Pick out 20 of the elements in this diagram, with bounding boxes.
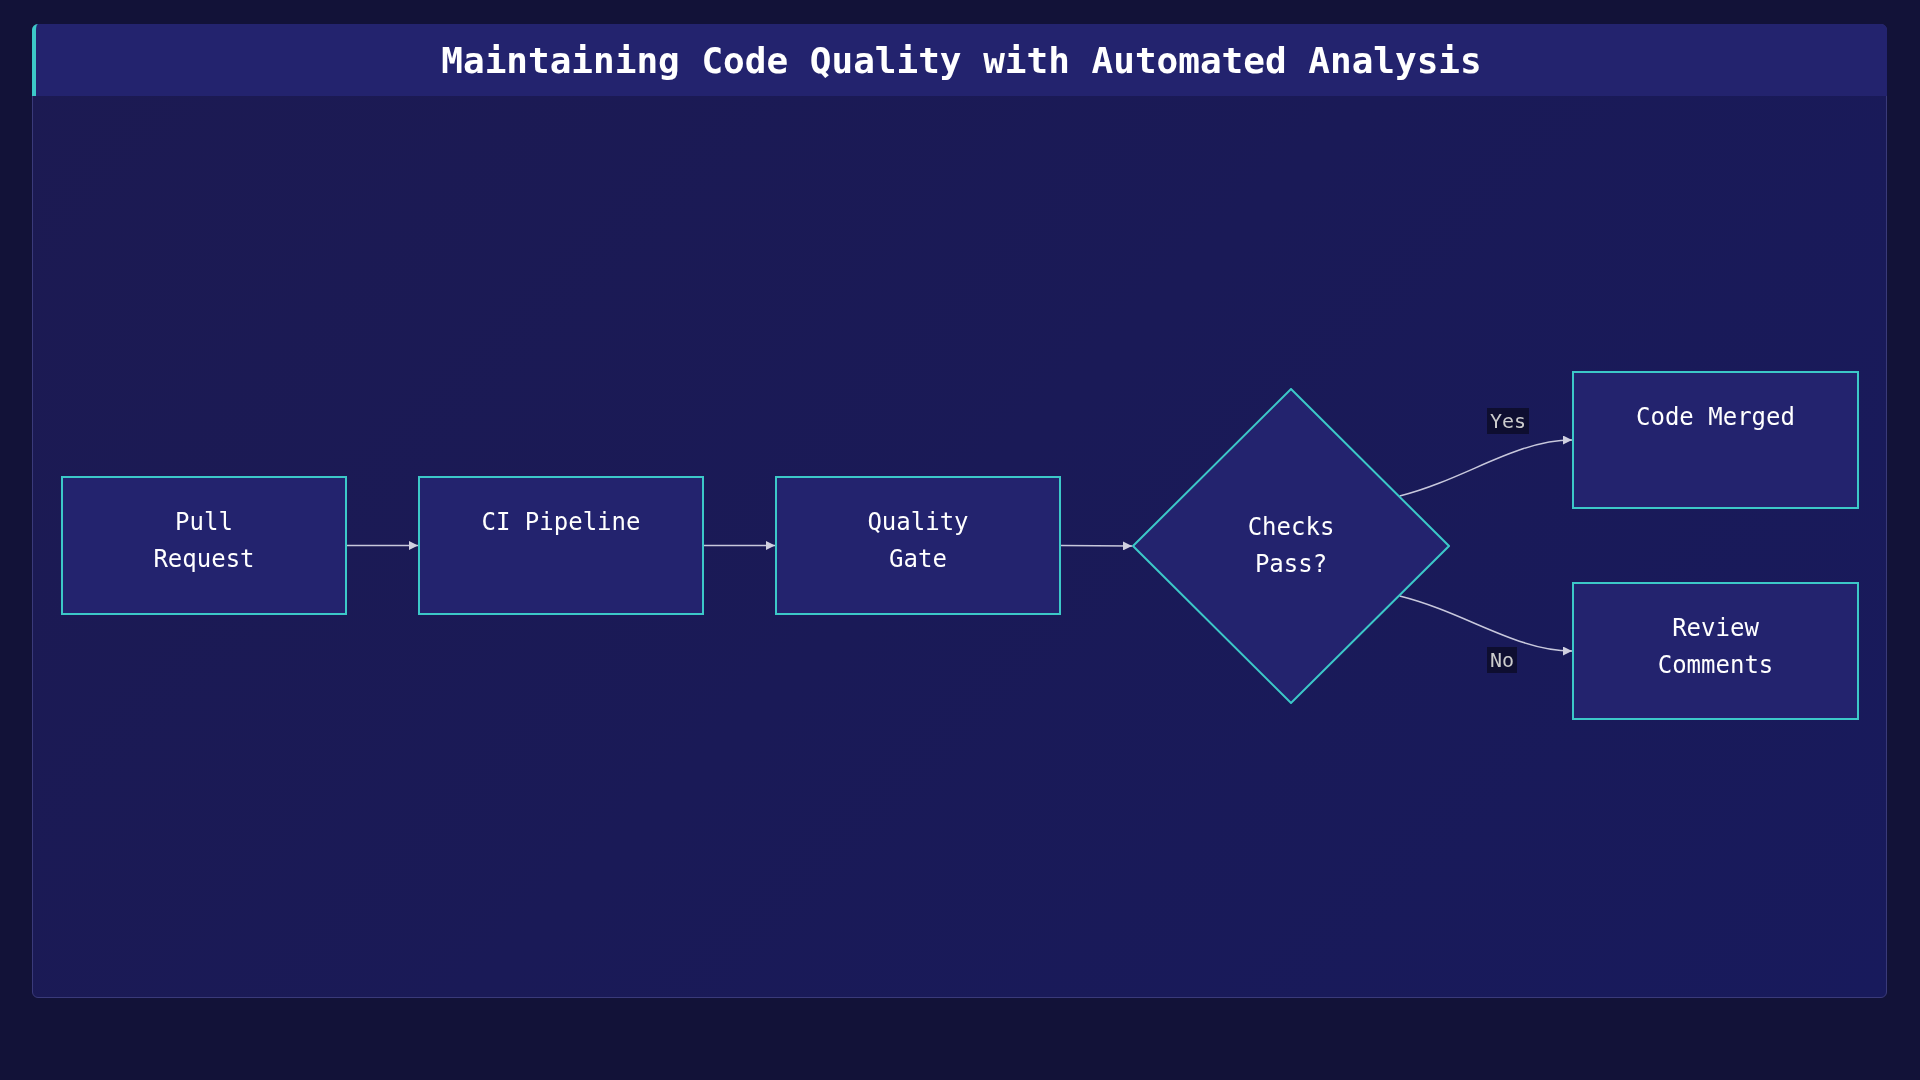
process-box [61, 476, 347, 615]
node-text: CI Pipeline [481, 508, 641, 536]
arrow [1060, 541, 1133, 551]
arrow [1398, 595, 1573, 655]
arrow [346, 541, 419, 550]
edge-label: No [1487, 647, 1518, 673]
arrow [703, 541, 776, 550]
process-box [775, 476, 1061, 615]
process-box [1572, 371, 1859, 509]
node-text: Pull Request [153, 508, 255, 573]
arrow [1398, 436, 1573, 497]
process-box [418, 476, 704, 615]
node-text: Code Merged [1636, 403, 1795, 431]
node-text: Review Comments [1657, 614, 1774, 679]
edge-label: Yes [1487, 408, 1530, 434]
title-bar: Maintaining Code Quality with Automated Analysis [32, 24, 1887, 96]
process-box [1572, 582, 1859, 720]
node-text: Checks Pass? [1246, 512, 1336, 580]
node-text: Quality Gate [867, 508, 969, 573]
decision-diamond [1132, 388, 1450, 704]
